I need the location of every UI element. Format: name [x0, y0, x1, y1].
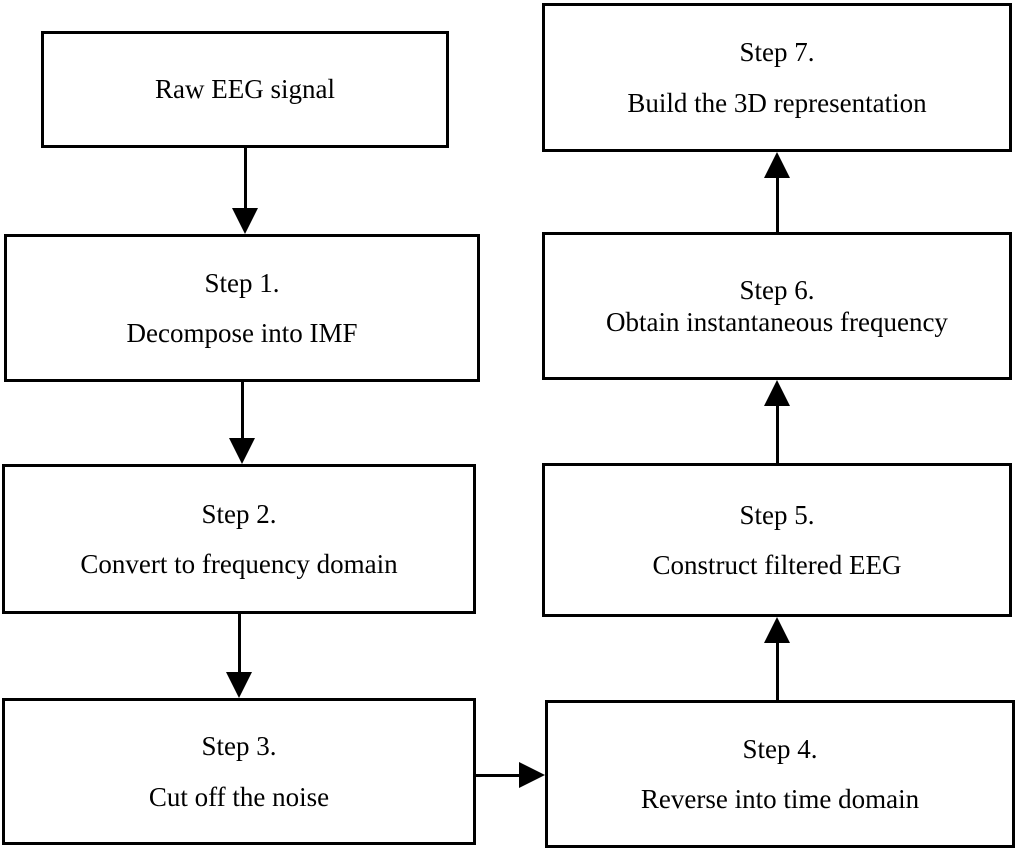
node-step-4-line2: Reverse into time domain: [640, 784, 920, 814]
arrowhead-down-icon: [226, 672, 252, 698]
arrow-step-5-to-step-6: [764, 380, 790, 463]
node-step-3-line1: Step 3.: [201, 731, 277, 762]
arrowhead-up-icon: [764, 617, 790, 643]
node-step-1[interactable]: Step 1. Decompose into IMF: [4, 234, 480, 382]
arrowhead-up-icon: [764, 152, 790, 178]
arrow-step-1-to-step-2: [229, 382, 255, 464]
node-step-7[interactable]: Step 7. Build the 3D representation: [542, 3, 1012, 152]
arrow-shaft: [241, 382, 244, 440]
node-step-6-line2: Obtain instantaneous frequency: [606, 307, 948, 337]
arrow-step-4-to-step-5: [764, 617, 790, 700]
arrow-shaft: [238, 614, 241, 674]
node-raw-eeg-signal-line1: Raw EEG signal: [155, 74, 335, 105]
arrow-step-6-to-step-7: [764, 152, 790, 232]
arrow-shaft: [244, 148, 247, 210]
node-raw-eeg-signal[interactable]: Raw EEG signal: [41, 31, 449, 148]
node-step-5-line2: Construct filtered EEG: [652, 550, 902, 580]
arrow-shaft: [776, 641, 779, 700]
node-step-3-line2: Cut off the noise: [148, 781, 330, 812]
node-step-7-line1: Step 7.: [739, 37, 815, 68]
arrowhead-down-icon: [229, 438, 255, 464]
arrow-shaft: [776, 404, 779, 463]
arrowhead-up-icon: [764, 380, 790, 406]
arrow-raw-eeg-to-step-1: [232, 148, 258, 234]
node-step-3[interactable]: Step 3. Cut off the noise: [2, 698, 476, 845]
node-step-5[interactable]: Step 5. Construct filtered EEG: [542, 463, 1012, 617]
node-step-6[interactable]: Step 6. Obtain instantaneous frequency: [542, 232, 1012, 380]
node-step-1-line1: Step 1.: [204, 267, 280, 298]
node-step-1-line2: Decompose into IMF: [126, 318, 358, 348]
node-step-7-line2: Build the 3D representation: [627, 87, 927, 118]
arrow-shaft: [776, 176, 779, 232]
arrow-shaft: [476, 774, 521, 777]
node-step-4[interactable]: Step 4. Reverse into time domain: [545, 700, 1015, 848]
node-step-2-line1: Step 2.: [201, 498, 277, 529]
arrow-step-3-to-step-4: [476, 762, 545, 788]
node-step-2[interactable]: Step 2. Convert to frequency domain: [2, 464, 476, 614]
node-step-5-line1: Step 5.: [739, 499, 815, 530]
arrow-step-2-to-step-3: [226, 614, 252, 698]
node-step-6-line1: Step 6.: [739, 274, 815, 305]
arrowhead-right-icon: [519, 762, 545, 788]
node-step-4-line1: Step 4.: [742, 733, 818, 764]
arrowhead-down-icon: [232, 208, 258, 234]
node-step-2-line2: Convert to frequency domain: [80, 549, 398, 579]
